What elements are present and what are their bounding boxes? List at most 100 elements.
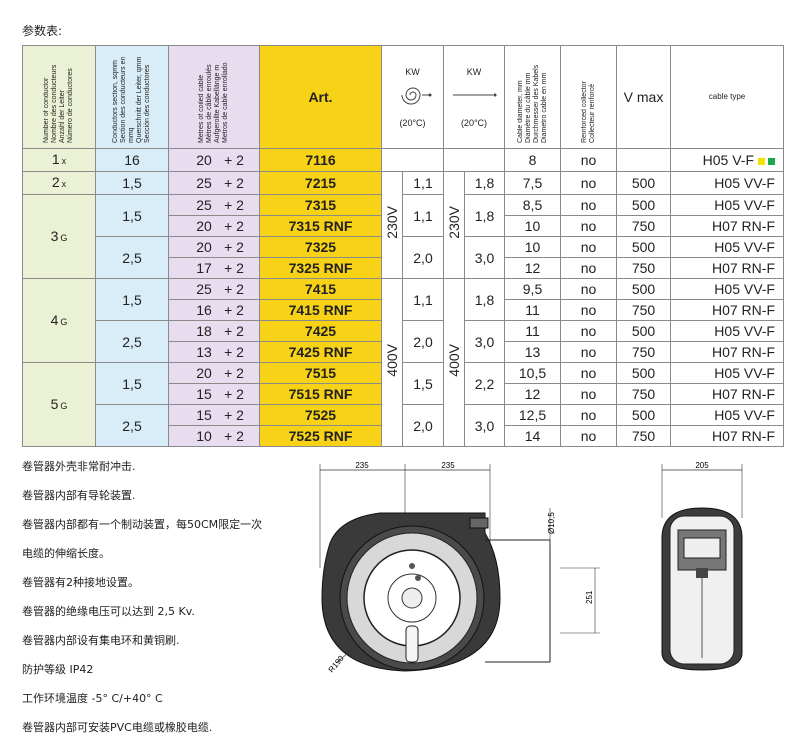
cell-voltage: 400V [381, 278, 403, 447]
cell-vmax: 750 [616, 257, 671, 279]
meters-extra: + 2 [224, 260, 244, 276]
meters-value: 20 [196, 365, 212, 381]
cell-meters: 20+ 2 [168, 148, 260, 172]
header-label-line: Metros de cable enrollado [222, 61, 229, 143]
cell-section: 16 [95, 148, 169, 172]
conductor-suffix: x [61, 179, 67, 189]
dim-depth: 205 [695, 461, 709, 470]
cell-art: 7425 RNF [259, 341, 382, 363]
voltage-label: 400V [446, 343, 462, 377]
cell-meters: 25+ 2 [168, 194, 260, 216]
conductor-count: 4 [50, 311, 59, 328]
cell-kw-uncoiled: 3,0 [464, 236, 505, 279]
header-label-line: Durchmesser des Kabels [532, 64, 540, 143]
cable-type-value: H05 VV-F [714, 365, 775, 381]
note-item: 卷管器内部有导轮装置. [22, 489, 136, 502]
header-art: Art. [259, 45, 382, 149]
dim-hole: Ø10,5 [547, 512, 556, 534]
meters-extra: + 2 [224, 428, 244, 444]
cell-kw-coiled: 1,1 [402, 194, 444, 237]
header-cable-type: cable type [670, 45, 784, 149]
cell-diameter: 14 [504, 425, 561, 447]
header-label-line: Metres of coiled cable [198, 74, 205, 143]
meters-value: 13 [196, 344, 212, 360]
cell-kw-uncoiled: 1,8 [464, 171, 505, 195]
cell-kw-coiled: 2,0 [402, 404, 444, 447]
cell-kw-uncoiled: 1,8 [464, 278, 505, 321]
meters-value: 16 [196, 302, 212, 318]
meters-extra: + 2 [224, 302, 244, 318]
cell-cable-type: H05 VV-F [670, 404, 784, 426]
cell-vmax: 500 [616, 171, 671, 195]
cell-section: 1,5 [95, 171, 169, 195]
meters-value: 25 [196, 175, 212, 191]
voltage-label: 400V [384, 343, 400, 377]
cell-vmax: 750 [616, 215, 671, 237]
cell-diameter: 10,5 [504, 362, 561, 384]
cell-kw-uncoiled [443, 148, 505, 172]
cell-cable-type: H07 RN-F [670, 383, 784, 405]
header-label-line: Anzahl der Leiter [59, 89, 66, 143]
meters-extra: + 2 [224, 407, 244, 423]
cell-vmax: 500 [616, 236, 671, 258]
dim-height: 251 [585, 590, 594, 604]
cable-type-value: H05 VV-F [714, 239, 775, 255]
cell-reinforced: no [560, 341, 617, 363]
cable-type-value: H07 RN-F [711, 218, 775, 234]
header-label-line: Nombre des conducteurs [51, 64, 58, 143]
cell-vmax: 500 [616, 278, 671, 300]
cell-meters: 25+ 2 [168, 171, 260, 195]
note-item: 防护等级 IP42 [22, 663, 94, 676]
cell-vmax: 750 [616, 383, 671, 405]
header-label-line: Number of conductor [43, 77, 50, 143]
cable-type-value: H07 RN-F [711, 302, 775, 318]
cell-section: 1,5 [95, 194, 169, 237]
conductor-count: 5 [50, 395, 59, 412]
meters-extra: + 2 [224, 323, 244, 339]
cell-vmax: 500 [616, 362, 671, 384]
cell-art: 7515 RNF [259, 383, 382, 405]
conductor-count: 3 [50, 227, 59, 244]
dim-width-left: 235 [355, 461, 369, 470]
header-label-line: Mètres de câble enroulés [206, 63, 213, 143]
meters-extra: + 2 [224, 152, 244, 168]
header-label-line: Sección des conductores [144, 64, 151, 143]
cell-diameter: 10 [504, 215, 561, 237]
cell-kw-coiled [381, 148, 444, 172]
meters-extra: + 2 [224, 344, 244, 360]
cell-meters: 10+ 2 [168, 425, 260, 447]
meters-value: 25 [196, 197, 212, 213]
cell-cable-type: H07 RN-F [670, 215, 784, 237]
conductor-suffix: G [60, 232, 68, 243]
cell-art: 7415 RNF [259, 299, 382, 321]
meters-value: 17 [196, 260, 212, 276]
note-item: 卷管器内部都有一个制动装置，每50CM限定一次 [22, 518, 263, 531]
cell-reinforced: no [560, 383, 617, 405]
cell-reinforced: no [560, 215, 617, 237]
cable-type-value: H07 RN-F [711, 344, 775, 360]
cell-art: 7325 [259, 236, 382, 258]
header-label-line: Querschnitt der Leiter, qmm [136, 56, 143, 143]
cell-vmax [616, 148, 671, 172]
cell-reinforced: no [560, 278, 617, 300]
header-label-line: Section des conducteurs en mmq [120, 56, 135, 143]
cell-diameter: 8 [504, 148, 561, 172]
cell-vmax: 750 [616, 299, 671, 321]
cell-voltage: 230V [443, 171, 465, 279]
cell-cable-type: H07 RN-F [670, 425, 784, 447]
reel-drawing: 235 235 Ø10,5 251 R190 205 [319, 461, 743, 674]
cell-diameter: 12 [504, 257, 561, 279]
cable-type-value: H05 VV-F [714, 407, 775, 423]
coiled-cable-icon [401, 87, 431, 104]
voltage-label: 230V [446, 206, 462, 239]
cell-cable-type: H07 RN-F [670, 257, 784, 279]
